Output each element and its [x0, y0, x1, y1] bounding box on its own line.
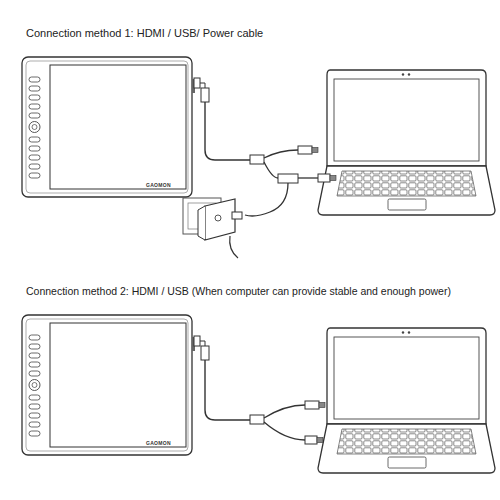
brand-logo: GAOMON	[146, 441, 171, 446]
section-heading: Connection method 1: HDMI / USB/ Power c…	[26, 27, 491, 40]
section-heading: Connection method 2: HDMI / USB (When co…	[26, 285, 496, 298]
brand-logo: GAOMON	[146, 183, 171, 188]
